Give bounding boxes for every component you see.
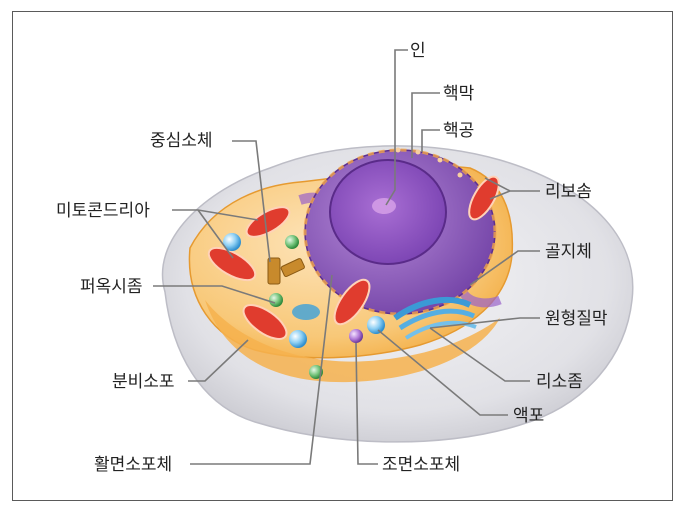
- cytoplasm-lower-lip: [205, 300, 500, 383]
- mitochondrion: [245, 206, 291, 238]
- leader-rough-er: [355, 342, 378, 465]
- nuclear-pore: [395, 147, 401, 153]
- nuclear-pore: [457, 172, 463, 178]
- peroxisome: [285, 235, 299, 249]
- nuclear-pore: [415, 149, 421, 155]
- leader-golgi: [469, 250, 540, 286]
- mitochondrion: [468, 175, 500, 221]
- leader-lysosome: [429, 327, 530, 382]
- label-peroxisome: 퍼옥시좀: [80, 277, 143, 297]
- label-lysosome: 리소좀: [536, 372, 583, 392]
- mitochondrion: [333, 278, 371, 326]
- leader-smooth-er: [190, 274, 333, 465]
- label-smooth-er: 활면소포체: [94, 455, 172, 475]
- nuclear-pore: [437, 157, 443, 163]
- label-golgi: 골지체: [545, 242, 592, 262]
- vacuole: [367, 316, 385, 334]
- lysosome: [349, 329, 363, 343]
- vacuole: [289, 330, 307, 348]
- leader-mitochondria: [172, 209, 259, 259]
- golgi-stack: [393, 296, 472, 321]
- label-centrosome: 중심소체: [150, 131, 213, 151]
- leader-nucleolus: [385, 49, 408, 206]
- nucleolus-spot: [372, 198, 396, 214]
- leader-plasma-membrane: [429, 317, 540, 329]
- label-nucleolus: 인: [410, 41, 426, 61]
- leader-vacuole: [377, 329, 508, 416]
- label-nuclear-pore: 핵공: [443, 121, 474, 141]
- label-secretory-vesicle: 분비소포: [112, 372, 175, 392]
- leader-ribosome: [484, 177, 540, 200]
- leader-nuclear-envelope: [411, 92, 440, 158]
- label-rough-er: 조면소포체: [382, 455, 460, 475]
- leader-secretory-vesicle: [188, 339, 249, 382]
- label-plasma-membrane: 원형질막: [545, 309, 608, 329]
- golgi-stack: [398, 308, 476, 331]
- label-ribosome: 리보솜: [545, 182, 592, 202]
- mitochondrion: [207, 246, 257, 282]
- golgi-stack: [404, 320, 477, 340]
- secretory-vesicle: [292, 304, 320, 320]
- label-vacuole: 액포: [513, 406, 544, 426]
- centriole: [267, 257, 281, 285]
- nuclear-envelope-edge: [303, 148, 497, 316]
- peroxisome: [269, 293, 283, 307]
- label-nuclear-envelope: 핵막: [443, 84, 475, 104]
- mitochondrion: [242, 304, 288, 340]
- leader-nuclear-pore: [421, 129, 440, 152]
- vacuole: [223, 233, 241, 251]
- centriole: [280, 258, 305, 278]
- label-mitochondria: 미토콘드리아: [56, 201, 150, 221]
- leader-peroxisome: [153, 285, 276, 304]
- leader-centrosome: [232, 140, 271, 263]
